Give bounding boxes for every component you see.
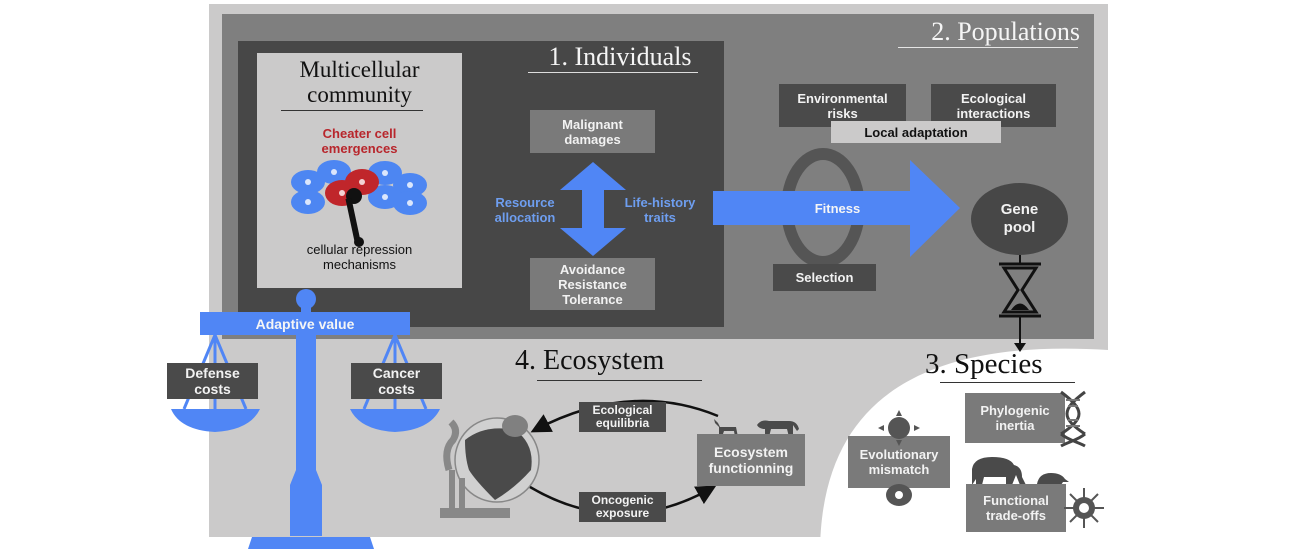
resource-allocation-label: Resource allocation <box>480 195 570 225</box>
life-history-label: Life-history traits <box>612 195 708 225</box>
community-title: Multicellular community <box>257 57 462 107</box>
cancer-costs-box: Cancer costs <box>351 363 442 399</box>
life-history-line2: traits <box>644 210 676 225</box>
ecological-equilibria-box: Ecological equilibria <box>579 402 666 432</box>
equilibria-line2: equilibria <box>595 416 650 430</box>
cheater-line1: Cheater cell <box>322 126 397 141</box>
resource-line2: allocation <box>494 210 556 225</box>
life-history-line1: Life-history <box>624 195 696 210</box>
sun-icon <box>878 410 920 446</box>
gene-pool-line1: Gene <box>1000 201 1039 218</box>
tiger-icon <box>757 420 799 437</box>
wrench-icon <box>345 188 364 247</box>
community-title-line2: community <box>307 82 412 107</box>
oncogenic-line1: Oncogenic <box>591 493 654 507</box>
tolerance-label: Tolerance <box>562 291 623 307</box>
donut-icon <box>886 484 912 506</box>
mismatch-line2: mismatch <box>868 462 930 477</box>
elephant-icon <box>972 457 1026 485</box>
populations-title-underline <box>898 47 1078 48</box>
ecological-interactions-box: Ecological interactions <box>931 84 1056 127</box>
community-title-line1: Multicellular <box>299 57 420 82</box>
eco-interactions-line1: Ecological <box>960 90 1027 106</box>
adaptive-value-label: Adaptive value <box>255 316 355 332</box>
species-title-underline <box>940 382 1075 383</box>
env-risks-line1: Environmental <box>797 90 888 106</box>
ecosystem-functioning-box: Ecosystem functionning <box>697 434 805 486</box>
repression-line1: cellular repression <box>306 242 413 257</box>
tradeoffs-line2: trade-offs <box>986 508 1046 523</box>
hourglass-icon <box>999 255 1041 352</box>
oncogenic-line2: exposure <box>595 506 650 520</box>
resource-line1: Resource <box>495 195 555 210</box>
cells-illustration <box>291 160 427 247</box>
environmental-risks-box: Environmental risks <box>779 84 906 127</box>
defense-costs-line2: costs <box>194 381 231 397</box>
functional-tradeoffs-box: Functional trade-offs <box>966 484 1066 532</box>
individuals-title-underline <box>528 72 698 73</box>
selection-box: Selection <box>773 264 876 291</box>
mismatch-line1: Evolutionary <box>859 447 939 462</box>
defense-strategies-box: Avoidance Resistance Tolerance <box>530 258 655 310</box>
ecosystem-title: 4. Ecosystem <box>515 345 665 376</box>
phylogenic-inertia-box: Phylogenic inertia <box>965 393 1065 443</box>
virus-icon <box>1064 488 1104 528</box>
functioning-line2: functionning <box>708 460 794 476</box>
cancer-costs-line1: Cancer <box>372 365 421 381</box>
individuals-title: 1. Individuals <box>548 42 692 71</box>
ecosystem-title-underline <box>537 380 702 381</box>
equilibria-arrow <box>530 399 719 433</box>
species-title: 3. Species <box>925 348 1043 380</box>
malignant-line2: damages <box>564 131 621 147</box>
eco-interactions-line2: interactions <box>956 105 1031 121</box>
defense-costs-box: Defense costs <box>167 363 258 399</box>
cheater-cell-label: Cheater cell emergences <box>257 126 462 156</box>
small-mammal-icon <box>1037 473 1069 485</box>
cancer-costs-line2: costs <box>378 381 415 397</box>
malignant-line1: Malignant <box>562 116 623 132</box>
gene-pool-line2: pool <box>1003 219 1036 236</box>
gene-pool-node: Gene pool <box>971 183 1068 255</box>
dna-icon <box>1060 390 1086 448</box>
local-adaptation-box: Local adaptation <box>831 121 1001 143</box>
repression-label: cellular repression mechanisms <box>257 242 462 272</box>
equilibria-line1: Ecological <box>592 403 653 417</box>
deer-icon <box>714 419 738 437</box>
resistance-label: Resistance <box>558 276 627 292</box>
env-risks-line2: risks <box>827 105 858 121</box>
double-arrow-icon <box>560 162 626 256</box>
cheater-line2: emergences <box>321 141 398 156</box>
functioning-line1: Ecosystem <box>714 444 788 460</box>
community-title-underline <box>281 110 423 111</box>
defense-costs-line1: Defense <box>185 365 240 381</box>
phylogenic-line1: Phylogenic <box>980 403 1050 418</box>
malignant-damages-box: Malignant damages <box>530 110 655 153</box>
avoidance-label: Avoidance <box>559 261 626 277</box>
earth-factory-icon <box>440 415 540 518</box>
populations-title: 2. Populations <box>931 17 1080 46</box>
phylogenic-line2: inertia <box>995 418 1035 433</box>
fitness-label: Fitness <box>814 201 861 216</box>
repression-line2: mechanisms <box>323 257 396 272</box>
evolutionary-mismatch-box: Evolutionary mismatch <box>848 436 950 488</box>
fitness-arrow-icon <box>713 160 960 257</box>
oncogenic-exposure-box: Oncogenic exposure <box>579 492 666 522</box>
tradeoffs-line1: Functional <box>983 493 1049 508</box>
